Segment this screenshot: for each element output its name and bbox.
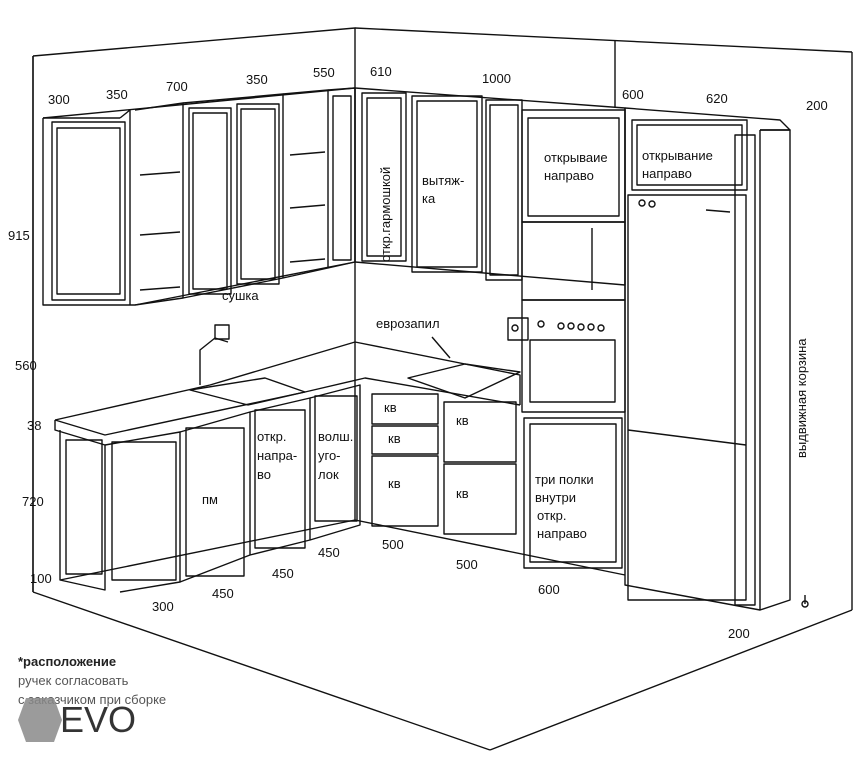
label-pm: пм [202,492,218,507]
dim-bottom-0: 300 [152,599,174,614]
dim-top-6: 1000 [482,71,511,86]
dim-top-0: 300 [48,92,70,107]
upper-cabinets-back [354,87,626,301]
dim-top-9: 200 [806,98,828,113]
upper-cabinets-left [42,87,356,306]
base-cabinets [54,324,626,593]
label-kv-3: кв [388,476,401,491]
label-open-right-2a: открывание [642,148,713,163]
label-tri-1: три полки [535,472,594,487]
dim-left-1: 560 [15,358,37,373]
label-vytyazhka-1: вытяж- [422,173,464,188]
label-otkr-3: во [257,467,271,482]
dim-top-3: 350 [246,72,268,87]
label-kv-4: кв [456,413,469,428]
logo-text: EVO [60,699,136,740]
note-line-2: ручек согласовать [18,673,129,688]
label-ugol-2: уго- [318,448,341,463]
dim-bottom-4: 500 [382,537,404,552]
label-ugol-1: волш. [318,429,353,444]
label-tri-3: откр. [537,508,566,523]
label-open-right-1b: направо [544,168,594,183]
label-vytyazhka-2: ка [422,191,436,206]
label-garmoshka: откр.гармошкой [378,167,393,262]
label-otkr-2: напра- [257,448,297,463]
annotation-labels: сушка откр.гармошкой вытяж- ка открываие… [202,148,809,541]
dim-top-1: 350 [106,87,128,102]
label-open-right-1a: открываие [544,150,608,165]
oven-column [507,299,626,413]
label-tri-2: внутри [535,490,576,505]
dim-top-4: 550 [313,65,335,80]
dim-bottom-5: 500 [456,557,478,572]
label-kv-5: кв [456,486,469,501]
dim-left-0: 915 [8,228,30,243]
label-ugol-3: лок [318,467,339,482]
label-open-right-2b: направо [642,166,692,181]
dim-left-3: 720 [22,494,44,509]
label-korzina: выдвижная корзина [794,338,809,458]
dim-top-2: 700 [166,79,188,94]
dim-bottom-3: 450 [318,545,340,560]
note-line-1: *расположение [18,654,117,669]
dim-top-7: 600 [622,87,644,102]
dimension-labels: 300 350 700 350 550 610 1000 600 620 200… [8,64,828,641]
label-kv-1: кв [384,400,397,415]
dim-bottom-2: 450 [272,566,294,581]
dim-top-5: 610 [370,64,392,79]
label-evrozapil: еврозапил [376,316,440,331]
label-sushka: сушка [222,288,259,303]
evo-logo: EVO [18,698,136,742]
tall-column [624,107,809,611]
dim-bottom-6: 600 [538,582,560,597]
dim-bottom-1: 450 [212,586,234,601]
dim-left-4: 100 [30,571,52,586]
label-kv-2: кв [388,431,401,446]
dim-left-2: 38 [27,418,41,433]
label-otkr-1: откр. [257,429,286,444]
dim-bottom-7: 200 [728,626,750,641]
room-walls [32,27,853,751]
label-tri-4: направо [537,526,587,541]
dim-top-8: 620 [706,91,728,106]
